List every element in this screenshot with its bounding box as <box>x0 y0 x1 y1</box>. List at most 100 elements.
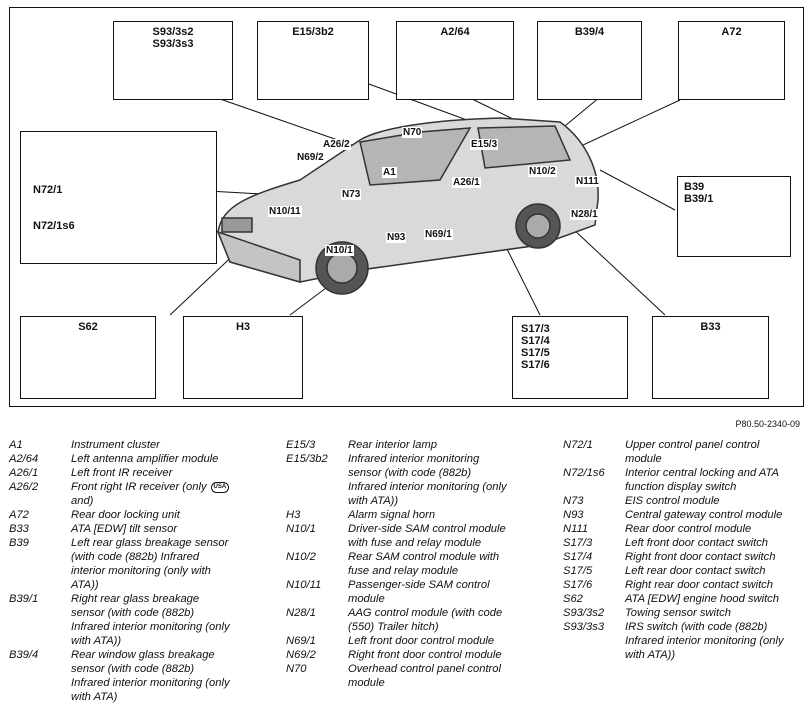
box-s62-label: S62 <box>78 321 98 333</box>
legend-code: A2/64 <box>9 453 39 465</box>
legend-description: Rear door control module <box>625 522 751 536</box>
legend-code: B39/4 <box>9 649 39 661</box>
legend-entry: S17/3 Left front door contact switch <box>563 536 808 550</box>
legend-description-line: Left front door contact switch <box>625 537 769 549</box>
box-s93: S93/3s2 S93/3s3 <box>113 21 233 100</box>
legend-description-line: and) <box>71 495 94 507</box>
box-a2-64-label: A2/64 <box>440 26 470 38</box>
callout-a26-2: A26/2 <box>322 139 351 150</box>
legend-description-line: Infrared interior monitoring (only <box>71 621 230 633</box>
legend-description-line: Left rear glass breakage sensor <box>71 537 229 549</box>
legend-entry: B33 ATA [EDW] tilt sensor <box>9 522 279 536</box>
figure-reference: P80.50-2340-09 <box>735 419 800 429</box>
box-e15-3b2: E15/3b2 <box>257 21 369 100</box>
box-s62: S62 <box>20 316 156 399</box>
legend-entry: N73 EIS control module <box>563 494 808 508</box>
legend-code: N111 <box>563 523 589 535</box>
legend-code: N10/11 <box>286 579 322 591</box>
legend-description: AAG control module (with code (550) Trail… <box>348 606 502 634</box>
legend-description: Central gateway control module <box>625 508 782 522</box>
legend-description-line: Infrared interior monitoring (only <box>71 677 230 689</box>
legend-code: B33 <box>9 523 29 535</box>
legend-entry: N69/2 Right front door control module <box>286 648 556 662</box>
callout-a26-1: A26/1 <box>452 177 481 188</box>
legend-description: Left antenna amplifier module <box>71 452 218 466</box>
legend-code: S93/3s3 <box>563 621 605 633</box>
box-a2-64: A2/64 <box>396 21 514 100</box>
legend-description-line: interior monitoring (only with <box>71 565 211 577</box>
legend-description: Left front door control module <box>348 634 494 648</box>
legend-description-line: ATA)) <box>71 579 99 591</box>
legend-description-line: with ATA)) <box>348 495 399 507</box>
legend-description-line: sensor (with code (882b) <box>348 467 472 479</box>
component-location-figure: S93/3s2 S93/3s3 E15/3b2 A2/64 B39/4 A72 … <box>9 7 804 407</box>
legend-description-line: Infrared interior monitoring <box>348 453 480 465</box>
legend-description: Rear window glass breakage sensor (with c… <box>71 648 230 704</box>
legend-description-line: AAG control module (with code <box>348 607 503 619</box>
legend-code: N72/1s6 <box>563 467 605 479</box>
legend-description: Left rear glass breakage sensor(with cod… <box>71 536 228 592</box>
legend-description-line: sensor (with code (882b) <box>71 663 195 675</box>
legend-code: N70 <box>286 663 307 675</box>
legend-description-line: Rear interior lamp <box>348 439 437 451</box>
legend-description: EIS control module <box>625 494 720 508</box>
legend-code: S17/3 <box>563 537 593 549</box>
legend-code: N69/2 <box>286 649 316 661</box>
legend-description: Left front IR receiver <box>71 466 172 480</box>
legend-description-line: Interior central locking and ATA <box>625 467 780 479</box>
box-n72-1s6-label: N72/1s6 <box>33 220 75 232</box>
legend-code: E15/3b2 <box>286 453 328 465</box>
legend-code: S93/3s2 <box>563 607 605 619</box>
legend-description-line: Central gateway control module <box>625 509 783 521</box>
legend-description-line: with ATA) <box>71 691 118 703</box>
callout-n10-2: N10/2 <box>528 166 557 177</box>
legend-description: Left front door contact switch <box>625 536 768 550</box>
legend-code: A26/1 <box>9 467 39 479</box>
legend-description-line: module <box>348 593 385 605</box>
legend-description-line: with fuse and relay module <box>348 537 482 549</box>
box-s93-label: S93/3s2 S93/3s3 <box>152 26 194 50</box>
box-a72-label: A72 <box>721 26 742 38</box>
callout-n10-11: N10/11 <box>268 206 302 217</box>
legend-code: N10/2 <box>286 551 316 563</box>
callout-n93: N93 <box>386 232 407 243</box>
legend-description-line: Front right IR receiver (only <box>71 481 207 493</box>
legend-description: ATA [EDW] tilt sensor <box>71 522 177 536</box>
legend-description: Right rear door contact switch <box>625 578 773 592</box>
legend-description: Right front door contact switch <box>625 550 775 564</box>
legend-description-line: Right front door control module <box>348 649 502 661</box>
legend-description-line: function display switch <box>625 481 737 493</box>
legend-description: Right front door control module <box>348 648 502 662</box>
legend-description-line: Rear door locking unit <box>71 509 180 521</box>
legend-entry: N72/1s6 Interior central locking and ATA f… <box>563 466 808 494</box>
legend-description-line: Alarm signal horn <box>348 509 436 521</box>
box-b39-4: B39/4 <box>537 21 642 100</box>
legend-description: Rear door locking unit <box>71 508 180 522</box>
legend-description: Instrument cluster <box>71 438 160 452</box>
legend-code: N73 <box>563 495 584 507</box>
legend-description-line: Rear window glass breakage <box>71 649 215 661</box>
legend-entry: A26/1 Left front IR receiver <box>9 466 279 480</box>
legend-entry: N111 Rear door control module <box>563 522 808 536</box>
legend-description-line: Left antenna amplifier module <box>71 453 219 465</box>
usa-badge-icon: USA <box>210 481 230 493</box>
legend-description-line: (550) Trailer hitch) <box>348 621 439 633</box>
box-b39-4-label: B39/4 <box>574 26 605 38</box>
